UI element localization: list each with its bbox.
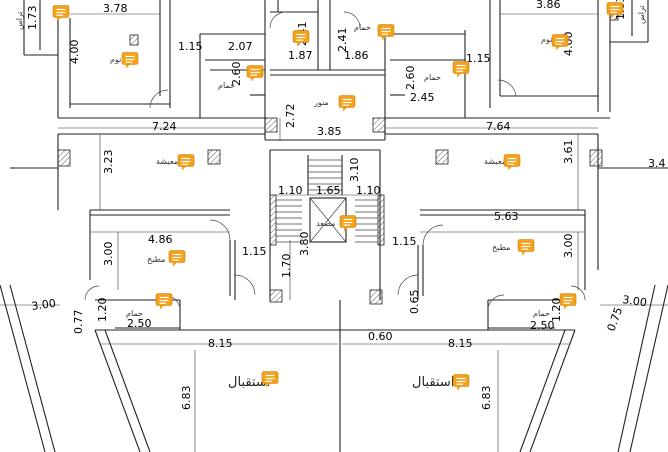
- dim-2.60-b: 2.60: [404, 66, 417, 91]
- dim-2.07: 2.07: [228, 40, 253, 53]
- room-labels: نوم نوم حمام حمام حمام حمام حمام منور مع…: [15, 5, 646, 390]
- dim-1.73: 1.73: [26, 6, 39, 31]
- dimension-labels: 3.78 3.86 1.73 1.83 4.00 4.00 1.15 2.07 …: [26, 0, 666, 410]
- room-bath-upper-left: حمام: [218, 81, 235, 90]
- dim-0.65: 0.65: [408, 290, 421, 315]
- dim-8.15-left: 8.15: [208, 337, 233, 350]
- room-bath-upper-right: حمام: [424, 73, 441, 82]
- dim-1.15-d: 1.15: [392, 235, 417, 248]
- dim-3.85: 3.85: [317, 125, 342, 138]
- dim-2.60-a: 2.60: [230, 62, 243, 87]
- dim-2.45: 2.45: [410, 91, 435, 104]
- dim-8.15-right: 8.15: [448, 337, 473, 350]
- dim-6.83-right: 6.83: [480, 386, 493, 411]
- dim-3.23: 3.23: [102, 150, 115, 175]
- dim-7.24: 7.24: [152, 120, 177, 133]
- comment-icon[interactable]: [452, 60, 470, 79]
- dim-1.15-a: 1.15: [178, 40, 203, 53]
- room-bath-upper-mid: حمام: [354, 23, 371, 32]
- comment-icon[interactable]: [246, 64, 264, 83]
- room-elevator: مصعد: [316, 219, 335, 228]
- comment-icon[interactable]: [52, 4, 70, 23]
- dim-1.15-b: 1.15: [466, 52, 491, 65]
- room-living-left: معيشة: [156, 157, 178, 166]
- dim-1.15-c: 1.15: [242, 245, 267, 258]
- dim-1.10-b: 1.10: [356, 184, 381, 197]
- dim-0.75: 0.75: [605, 306, 626, 333]
- comment-icon[interactable]: [517, 238, 535, 257]
- dim-1.10-a: 1.10: [278, 184, 303, 197]
- columns: [57, 9, 619, 305]
- dim-3.00-c: 3.00: [31, 297, 57, 313]
- dim-1.70: 1.70: [280, 254, 293, 279]
- comment-icon[interactable]: [155, 292, 173, 311]
- dim-2.72: 2.72: [284, 104, 297, 129]
- dim-7.64: 7.64: [486, 120, 511, 133]
- dim-3.80: 3.80: [298, 232, 311, 257]
- dim-2.50-b: 2.50: [530, 319, 555, 332]
- dim-3.4: 3.4: [648, 157, 666, 170]
- dim-1.86: 1.86: [344, 49, 369, 62]
- comment-icon[interactable]: [177, 153, 195, 172]
- dim-2.50-a: 2.50: [127, 317, 152, 330]
- dim-0.77: 0.77: [72, 310, 85, 335]
- room-bath-lower-right: حمام: [533, 309, 550, 318]
- comment-icon[interactable]: [121, 51, 139, 70]
- comment-icon[interactable]: [338, 94, 356, 113]
- dim-3.00-a: 3.00: [102, 242, 115, 267]
- dim-6.83-left: 6.83: [180, 386, 193, 411]
- dim-4.86: 4.86: [148, 233, 173, 246]
- dimension-lines: [0, 13, 668, 452]
- dim-2.41-b: 2.41: [336, 28, 349, 53]
- comment-icon[interactable]: [377, 23, 395, 42]
- room-kitchen-left: مطبخ: [147, 255, 165, 264]
- room-bedroom-right: نوم: [541, 35, 552, 44]
- dim-5.63: 5.63: [494, 210, 519, 223]
- comment-icon[interactable]: [452, 373, 470, 392]
- room-kitchen-right: مطبخ: [492, 243, 510, 252]
- room-corridor: منور: [313, 98, 329, 107]
- room-living-right: معيشة: [484, 157, 506, 166]
- room-terrace-left: تراس: [15, 11, 24, 30]
- comment-icon[interactable]: [339, 214, 357, 233]
- room-reception-left: استقبال: [228, 375, 270, 390]
- room-bedroom-left: نوم: [110, 55, 121, 64]
- dim-3.00-b: 3.00: [562, 234, 575, 259]
- dim-1.20-a: 1.20: [96, 298, 109, 323]
- dim-3.78: 3.78: [103, 2, 128, 15]
- dim-1.87: 1.87: [288, 49, 313, 62]
- room-bath-lower-left: حمام: [126, 309, 143, 318]
- dim-1.65: 1.65: [316, 184, 341, 197]
- room-reception-right: استقبال: [412, 375, 454, 390]
- dim-3.61: 3.61: [562, 140, 575, 165]
- dim-3.00-d: 3.00: [622, 293, 648, 309]
- dim-0.60: 0.60: [368, 330, 393, 343]
- room-terrace-right: تراس: [637, 5, 646, 24]
- dim-3.10: 3.10: [348, 158, 361, 183]
- dim-3.86: 3.86: [536, 0, 561, 11]
- comment-icon[interactable]: [168, 249, 186, 268]
- comment-icon[interactable]: [503, 153, 521, 172]
- dim-4.00-left: 4.00: [68, 40, 81, 65]
